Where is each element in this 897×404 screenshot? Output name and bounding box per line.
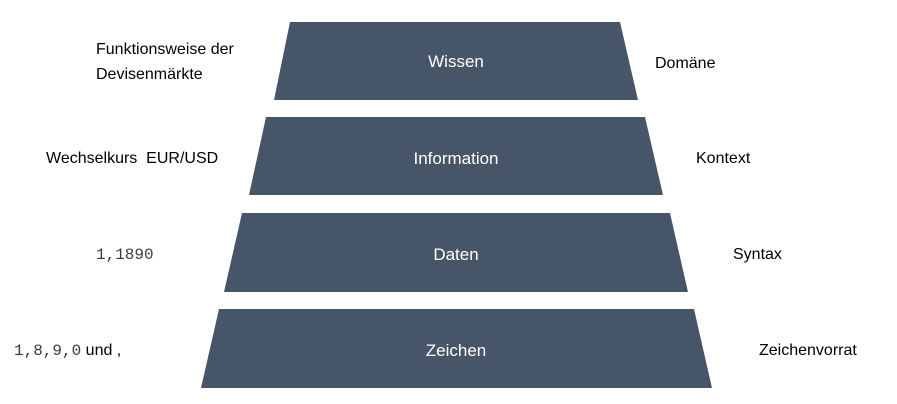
category-information: Kontext bbox=[696, 150, 751, 167]
layer-wissen: Wissen bbox=[274, 22, 638, 100]
layer-information-shape bbox=[249, 117, 663, 195]
layer-daten: Daten bbox=[224, 213, 688, 292]
layer-wissen-shape bbox=[274, 22, 638, 100]
layer-information-label: Information bbox=[413, 149, 498, 168]
example-zeichen-digits: 1,8,9,0 bbox=[14, 342, 82, 360]
layer-wissen-label: Wissen bbox=[428, 52, 484, 71]
layer-zeichen-shape bbox=[201, 309, 712, 388]
layer-daten-shape bbox=[224, 213, 688, 292]
example-zeichen-suffix: und , bbox=[81, 342, 122, 359]
layer-daten-label: Daten bbox=[433, 245, 478, 264]
layer-information: Information bbox=[249, 117, 663, 195]
example-wissen: Funktionsweise der Devisenmärkte bbox=[96, 37, 234, 87]
category-wissen: Domäne bbox=[655, 55, 716, 72]
example-information: Wechselkurs EUR/USD bbox=[46, 150, 219, 167]
example-wissen-line1: Funktionsweise der bbox=[96, 41, 234, 58]
layer-zeichen: Zeichen bbox=[201, 309, 712, 388]
category-daten: Syntax bbox=[733, 246, 782, 263]
example-daten: 1,1890 bbox=[96, 246, 154, 264]
example-zeichen: 1,8,9,0 und , bbox=[14, 338, 121, 364]
category-zeichen: Zeichenvorrat bbox=[759, 342, 857, 359]
layer-zeichen-label: Zeichen bbox=[426, 341, 486, 360]
example-wissen-line2: Devisenmärkte bbox=[96, 66, 203, 83]
